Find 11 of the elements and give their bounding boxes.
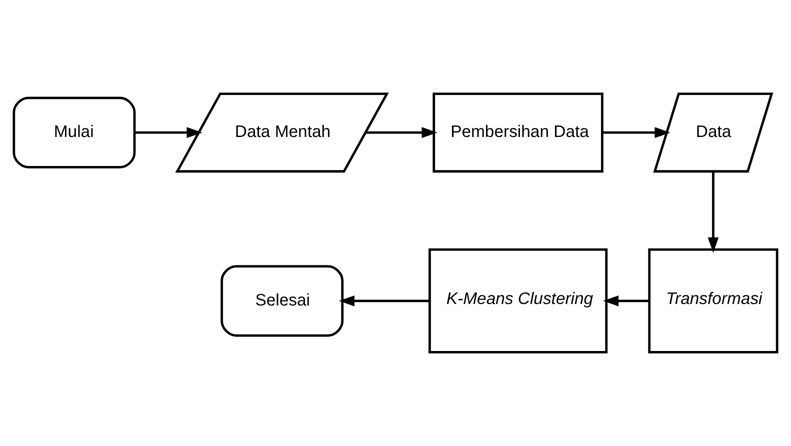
arrow xyxy=(602,127,670,138)
arrow xyxy=(134,127,202,138)
arrow xyxy=(602,295,650,306)
node-box: Transformasi xyxy=(648,248,778,354)
node-box: K-Means Clustering xyxy=(428,248,608,354)
arrow xyxy=(708,172,719,253)
node-box: Selesai xyxy=(220,265,344,337)
arrow xyxy=(366,127,438,138)
arrow xyxy=(338,295,430,306)
node-box: Mulai xyxy=(12,96,136,168)
node-box: Pembersihan Data xyxy=(432,92,604,173)
